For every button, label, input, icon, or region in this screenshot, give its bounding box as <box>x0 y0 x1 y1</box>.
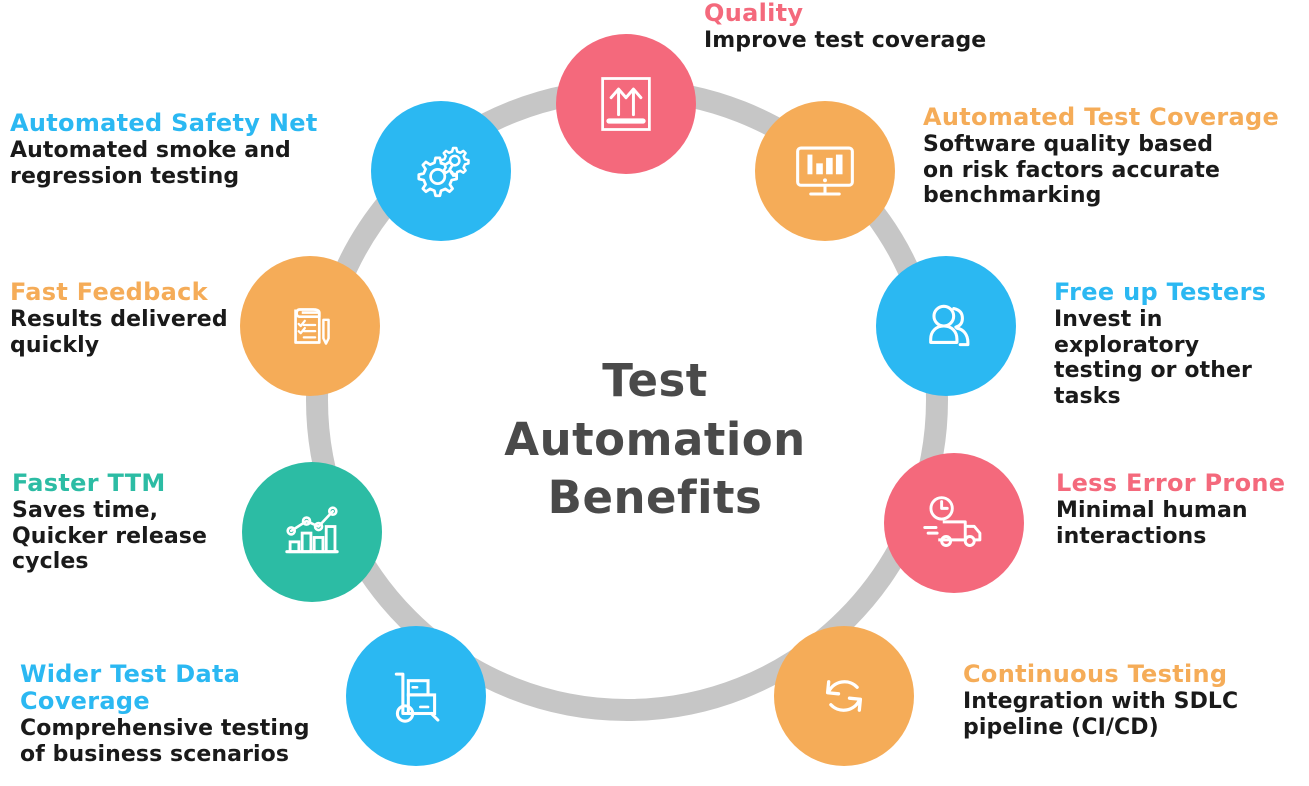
label-automated-test-coverage-title: Automated Test Coverage <box>923 103 1280 131</box>
label-automated-safety-net: Automated Safety Net Automated smoke and… <box>10 109 340 189</box>
label-automated-test-coverage-desc: Software quality based on risk factors a… <box>923 132 1221 209</box>
node-less-error-prone[interactable] <box>884 453 1024 593</box>
arrows-up-box-icon <box>601 77 651 131</box>
label-wider-test-data-coverage: Wider Test Data Coverage Comprehensive t… <box>20 660 320 767</box>
node-continuous-testing[interactable] <box>774 626 914 766</box>
clock-truck-icon <box>923 496 982 547</box>
label-wider-test-data-coverage-title: Wider Test Data Coverage <box>20 660 241 716</box>
label-continuous-testing: Continuous Testing Integration with SDLC… <box>963 660 1309 740</box>
label-fast-feedback: Fast Feedback Results delivered quickly <box>10 278 240 358</box>
node-wider-test-data-coverage[interactable] <box>346 626 486 766</box>
label-less-error-prone: Less Error Prone Minimal human interacti… <box>1056 469 1309 549</box>
label-free-up-testers-title: Free up Testers <box>1054 278 1267 306</box>
growth-chart-icon <box>285 506 339 554</box>
label-free-up-testers-desc: Invest in exploratory testing or other t… <box>1054 307 1252 409</box>
label-quality-desc: Improve test coverage <box>704 28 987 54</box>
users-icon <box>929 304 970 347</box>
label-less-error-prone-title: Less Error Prone <box>1056 469 1286 497</box>
gears-icon <box>417 146 470 198</box>
node-quality[interactable] <box>556 34 696 174</box>
label-wider-test-data-coverage-desc: Comprehensive testing of business scenar… <box>20 716 310 767</box>
node-faster-ttm[interactable] <box>242 462 382 602</box>
label-continuous-testing-desc: Integration with SDLC pipeline (CI/CD) <box>963 689 1239 740</box>
label-free-up-testers: Free up Testers Invest in exploratory te… <box>1054 278 1309 409</box>
label-faster-ttm: Faster TTM Saves time, Quicker release c… <box>12 469 242 575</box>
label-continuous-testing-title: Continuous Testing <box>963 660 1228 688</box>
label-automated-test-coverage: Automated Test Coverage Software quality… <box>923 103 1309 209</box>
node-automated-test-coverage[interactable] <box>755 101 895 241</box>
label-faster-ttm-desc: Saves time, Quicker release cycles <box>12 498 208 575</box>
label-fast-feedback-title: Fast Feedback <box>10 278 208 306</box>
label-faster-ttm-title: Faster TTM <box>12 469 166 497</box>
sync-arrows-icon <box>825 680 863 712</box>
monitor-bar-chart-icon <box>796 146 854 196</box>
label-fast-feedback-desc: Results delivered quickly <box>10 307 228 358</box>
checklist-pen-icon <box>294 308 330 345</box>
node-free-up-testers[interactable] <box>876 256 1016 396</box>
node-fast-feedback[interactable] <box>240 256 380 396</box>
label-automated-safety-net-title: Automated Safety Net <box>10 109 318 137</box>
node-automated-safety-net[interactable] <box>371 101 511 241</box>
label-automated-safety-net-desc: Automated smoke and regression testing <box>10 138 291 189</box>
label-less-error-prone-desc: Minimal human interactions <box>1056 498 1248 549</box>
hand-truck-icon <box>394 672 440 723</box>
label-quality: Quality Improve test coverage <box>704 0 1014 54</box>
label-quality-title: Quality <box>704 0 804 27</box>
